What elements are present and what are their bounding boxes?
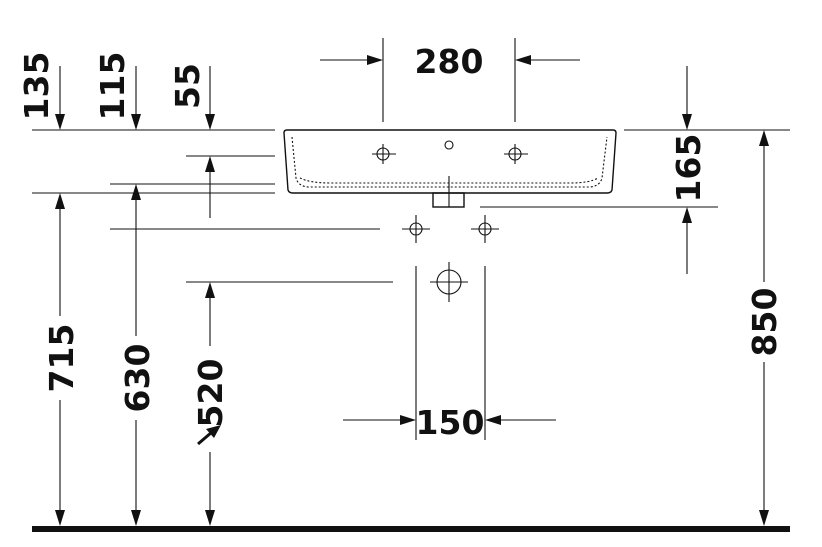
dimension-135: 135 <box>17 52 65 130</box>
dimension-label-135: 135 <box>17 52 56 121</box>
dimension-280: 280 <box>320 38 580 122</box>
dimension-55: 55 <box>168 63 215 218</box>
basin-profile <box>283 129 617 208</box>
dimension-label-280: 280 <box>415 42 484 81</box>
tap-hole-left-marker <box>372 144 396 164</box>
supply-connection-right <box>471 215 499 243</box>
dimension-label-520: 520 <box>191 359 230 428</box>
supply-connection-left <box>402 215 430 243</box>
dimension-label-850: 850 <box>745 288 784 357</box>
dimension-850: 850 <box>745 130 784 526</box>
diagonal-arrow-icon <box>197 425 221 446</box>
tap-hole-right-marker <box>504 144 528 164</box>
floor-line <box>32 526 790 532</box>
dimension-label-150: 150 <box>416 403 485 442</box>
dimension-label-715: 715 <box>42 324 81 393</box>
dimension-115: 115 <box>93 52 141 130</box>
dimension-165: 165 <box>669 66 708 274</box>
dimension-520: 520 <box>191 282 230 526</box>
dimension-150: 150 <box>343 266 556 442</box>
dimension-label-115: 115 <box>93 52 132 121</box>
waste-connection-marker <box>430 262 468 302</box>
dimension-label-55: 55 <box>168 63 207 109</box>
dimension-715: 715 <box>42 193 81 526</box>
dimension-label-630: 630 <box>118 344 157 413</box>
dimension-label-165: 165 <box>669 134 708 203</box>
dimension-630: 630 <box>118 184 157 526</box>
